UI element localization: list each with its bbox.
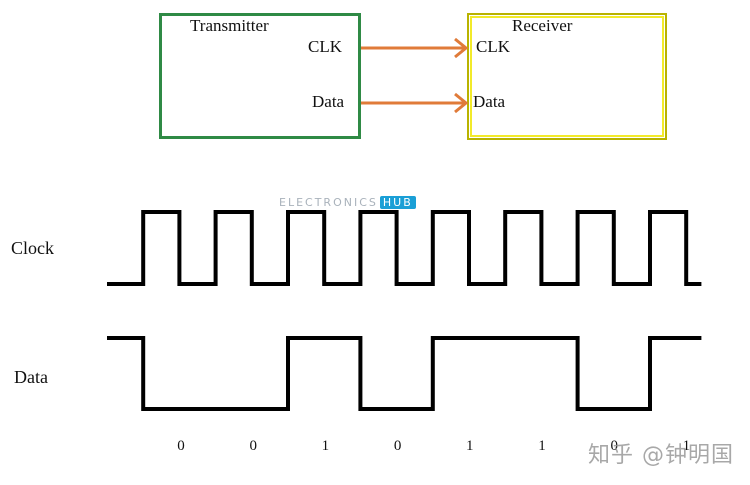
clock-label: Clock bbox=[11, 238, 54, 258]
bit-label: 0 bbox=[610, 438, 618, 454]
bit-label: 1 bbox=[538, 438, 546, 454]
brand-badge: HUB bbox=[379, 196, 416, 209]
bit-label: 1 bbox=[321, 438, 330, 454]
transmitter-clk-port: CLK bbox=[308, 37, 342, 56]
transmitter-data-port: Data bbox=[312, 92, 345, 111]
bit-label: 0 bbox=[249, 438, 257, 454]
receiver-box bbox=[467, 13, 667, 140]
data-label: Data bbox=[14, 367, 48, 387]
bit-label: 1 bbox=[682, 438, 691, 454]
watermark: 知乎 @钟明国 bbox=[588, 443, 734, 468]
clock-waveform bbox=[107, 210, 702, 286]
brand-text: ELECTRONICS bbox=[279, 196, 378, 209]
clk-arrow bbox=[361, 37, 469, 59]
bit-label: 0 bbox=[177, 438, 185, 454]
receiver-title: Receiver bbox=[512, 16, 573, 35]
data-arrow bbox=[361, 92, 469, 114]
data-waveform bbox=[107, 336, 702, 411]
bit-label: 0 bbox=[393, 438, 402, 454]
receiver-data-port: Data bbox=[473, 92, 506, 111]
transmitter-title: Transmitter bbox=[190, 16, 269, 35]
bit-label: 1 bbox=[466, 438, 474, 454]
transmitter-box bbox=[159, 13, 361, 139]
receiver-clk-port: CLK bbox=[476, 37, 510, 56]
